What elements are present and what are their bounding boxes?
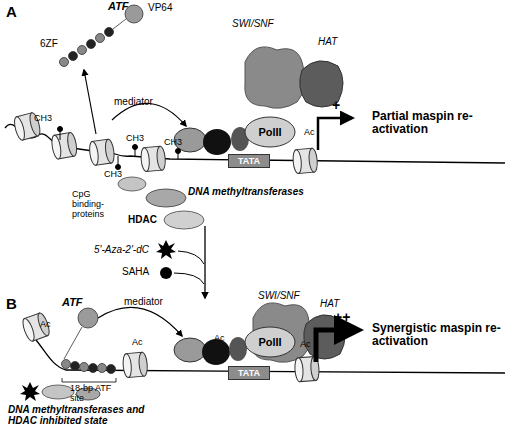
nucleosome	[50, 132, 78, 160]
drug-input	[178, 251, 204, 264]
state-label: DNA methyltransferases and HDAC inhibite…	[8, 404, 168, 426]
treatment-arrow	[204, 226, 205, 298]
transcription-arrow	[318, 118, 352, 150]
enzyme-label: HDAC	[128, 214, 157, 225]
complex-label: SWI/SNF	[258, 290, 300, 301]
complex-label: mediator	[114, 96, 153, 107]
node-text: TATA	[238, 369, 260, 378]
ellipse-shape	[245, 327, 295, 357]
cpg-binding-protein	[118, 177, 146, 191]
site-bracket	[62, 378, 116, 382]
node-text: PolII	[258, 127, 281, 138]
node-text: TATA	[238, 157, 260, 166]
polymerase-ellipse: PolII	[244, 326, 296, 358]
tata-box: TATA	[228, 366, 270, 380]
protein-label: VP64	[148, 2, 172, 13]
complex-label: HAT	[320, 298, 339, 309]
panel-label: B	[6, 296, 17, 313]
nucleosome	[88, 139, 115, 166]
protein-label: 6ZF	[40, 38, 58, 49]
complex-label: mediator	[124, 296, 163, 307]
mediator-subunit	[174, 338, 206, 362]
nucleosome	[21, 312, 52, 343]
polymerase-ellipse: PolII	[244, 116, 296, 148]
activity-mark: ++	[334, 310, 350, 325]
site-label: 18-bp ATF site	[70, 384, 112, 404]
activity-mark: +	[332, 98, 340, 113]
binding-arrow	[84, 70, 96, 134]
swi-snf-complex	[245, 47, 305, 108]
acetyl-label: Ac	[132, 338, 143, 348]
protein-label: CpG binding-proteins	[72, 190, 124, 220]
protein-label: ATF	[108, 0, 129, 12]
methyl-label: CH3	[164, 138, 182, 148]
hdac-protein	[164, 211, 204, 229]
complex-label: HAT	[318, 36, 337, 47]
nucleosome	[292, 148, 318, 174]
complex-label: SWI/SNF	[232, 18, 274, 29]
methyl-label: CH3	[126, 134, 144, 144]
drug-label: SAHA	[122, 266, 149, 277]
aza-symbol	[20, 382, 40, 401]
saha-symbol	[160, 267, 172, 279]
mediator-subunit	[229, 337, 247, 361]
panel-label: A	[6, 4, 17, 21]
protein-label: ATF	[62, 296, 83, 308]
inhibited-enzyme	[42, 385, 74, 399]
nucleosome	[122, 352, 148, 378]
mediator-arc	[98, 307, 182, 336]
outcome-label: Partial maspin re-activation	[372, 110, 482, 136]
drug-label: 5'-Aza-2'-dC	[94, 244, 149, 255]
transcription-arrow	[316, 330, 358, 362]
nucleosome	[140, 146, 166, 172]
acetyl-label: Ac	[214, 334, 225, 344]
acetyl-label: Ac	[40, 320, 51, 330]
enzyme-label: DNA methyltransferases	[188, 186, 304, 197]
drug-input	[174, 273, 204, 284]
aza-symbol	[156, 240, 176, 259]
methyl-marks	[58, 127, 181, 170]
acetyl-label: Ac	[300, 340, 311, 350]
methyl-label: CH3	[104, 170, 122, 180]
acetyl-label: Ac	[304, 128, 315, 138]
methyl-label: CH3	[34, 114, 52, 124]
zinc-finger-chain	[60, 5, 144, 67]
mediator-subunit	[203, 129, 231, 155]
outcome-label: Synergistic maspin re-activation	[372, 322, 502, 348]
tata-box: TATA	[228, 154, 270, 168]
node-text: PolII	[258, 337, 281, 348]
methyltransferase	[146, 189, 186, 207]
ellipse-shape	[245, 117, 295, 147]
zinc-finger-chain	[62, 308, 116, 374]
